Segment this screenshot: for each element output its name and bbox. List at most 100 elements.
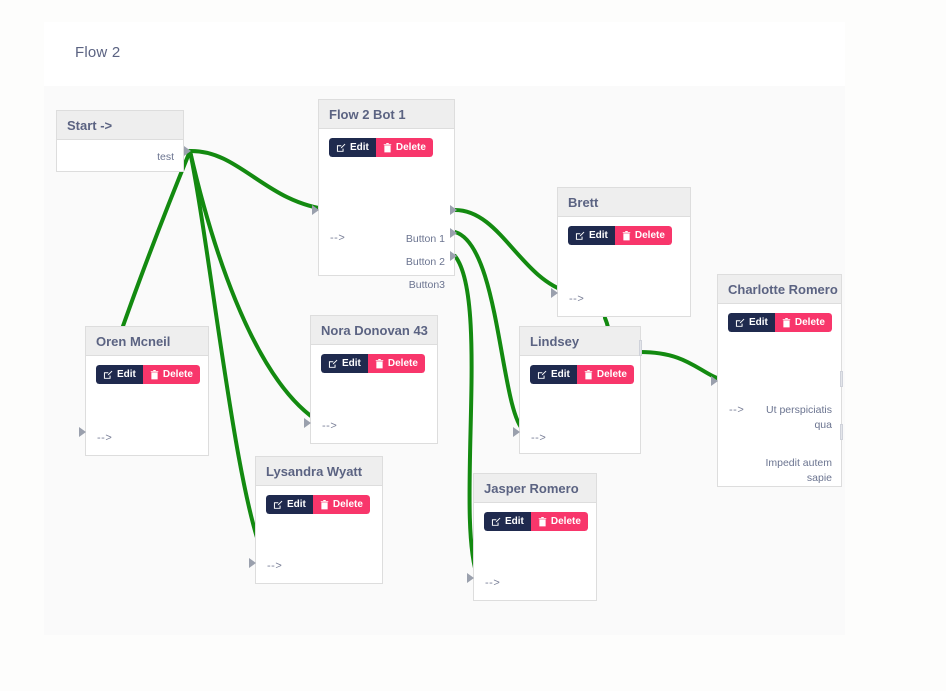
node-nora-donovan-43[interactable]: Nora Donovan 43 Edit Delete — [310, 315, 438, 444]
node-body: Edit Delete --> — [311, 345, 437, 444]
output-port-label-button-2[interactable]: Button 2 — [405, 256, 445, 268]
edit-button-label: Edit — [505, 516, 524, 527]
output-port-nub-button-3[interactable] — [450, 251, 457, 261]
output-port-tab-charlotte-2[interactable] — [840, 424, 843, 440]
edit-button-label: Edit — [117, 369, 136, 380]
input-port-nub-lysandra[interactable] — [249, 558, 256, 568]
node-actions: Edit Delete — [530, 365, 634, 384]
node-body: Edit Delete --> — [558, 217, 690, 317]
input-port-label[interactable]: --> — [485, 577, 501, 589]
output-port-label-button-1[interactable]: Button 1 — [405, 233, 445, 245]
node-title: Lindsey — [520, 327, 640, 356]
node-title: Start -> — [57, 111, 183, 140]
delete-button-label: Delete — [596, 369, 627, 380]
output-port-label-button-3[interactable]: Button3 — [408, 279, 445, 291]
delete-button[interactable]: Delete — [530, 512, 588, 531]
node-body: test — [57, 140, 183, 171]
pencil-square-icon — [575, 231, 585, 240]
output-port-tab-lindsey[interactable] — [639, 340, 642, 356]
edit-button[interactable]: Edit — [321, 354, 368, 373]
output-port-nub-button-2[interactable] — [450, 228, 457, 238]
output-port-nub-start[interactable] — [184, 146, 191, 156]
edit-button[interactable]: Edit — [329, 138, 376, 157]
node-body: Edit Delete --> Ut perspiciatis qua Impe… — [718, 304, 841, 487]
output-port-nub-button-1[interactable] — [450, 205, 457, 215]
input-port-nub-charlotte[interactable] — [711, 376, 718, 386]
output-port-tab-charlotte-1[interactable] — [840, 371, 843, 387]
output-port-label-1[interactable]: Ut perspiciatis qua — [766, 404, 832, 431]
node-charlotte-romero[interactable]: Charlotte Romero Edit Delete — [717, 274, 842, 487]
node-lindsey[interactable]: Lindsey Edit Delete — [519, 326, 641, 454]
node-lysandra-wyatt[interactable]: Lysandra Wyatt Edit Delete — [255, 456, 383, 584]
input-port-nub-lindsey[interactable] — [513, 427, 520, 437]
output-port-label-test[interactable]: test — [157, 151, 174, 163]
node-actions: Edit Delete — [484, 512, 588, 531]
edit-button-label: Edit — [342, 358, 361, 369]
node-brett[interactable]: Brett Edit Delete — [557, 187, 691, 317]
input-port-nub-nora[interactable] — [304, 418, 311, 428]
input-port-nub-bot[interactable] — [312, 205, 319, 215]
trash-icon — [584, 369, 593, 379]
node-title: Flow 2 Bot 1 — [319, 100, 454, 129]
input-port-nub-oren[interactable] — [79, 427, 86, 437]
edit-button-label: Edit — [749, 317, 768, 328]
node-start[interactable]: Start -> test — [56, 110, 184, 172]
node-oren-mcneil[interactable]: Oren Mcneil Edit Delete — [85, 326, 209, 456]
delete-button-label: Delete — [794, 317, 825, 328]
delete-button[interactable]: Delete — [312, 495, 370, 514]
edit-button-label: Edit — [589, 230, 608, 241]
delete-button-label: Delete — [395, 142, 426, 153]
input-port-label[interactable]: --> — [267, 560, 283, 572]
node-jasper-romero[interactable]: Jasper Romero Edit Delete — [473, 473, 597, 601]
edit-button[interactable]: Edit — [728, 313, 775, 332]
node-body: Edit Delete --> — [474, 503, 596, 601]
input-port-nub-brett[interactable] — [551, 288, 558, 298]
delete-button[interactable]: Delete — [142, 365, 200, 384]
pencil-square-icon — [735, 318, 745, 327]
edit-button-label: Edit — [350, 142, 369, 153]
delete-button[interactable]: Delete — [774, 313, 832, 332]
input-port-nub-jasper[interactable] — [467, 573, 474, 583]
input-port-label[interactable]: --> — [729, 404, 745, 416]
input-port-label[interactable]: --> — [531, 432, 547, 444]
trash-icon — [150, 369, 159, 379]
pencil-square-icon — [273, 500, 283, 509]
delete-button[interactable]: Delete — [367, 354, 425, 373]
edit-button[interactable]: Edit — [266, 495, 313, 514]
input-port-label[interactable]: --> — [569, 293, 585, 305]
node-title: Charlotte Romero — [718, 275, 841, 304]
edit-button-label: Edit — [551, 369, 570, 380]
input-port-label[interactable]: --> — [322, 420, 338, 432]
delete-button[interactable]: Delete — [375, 138, 433, 157]
edit-button[interactable]: Edit — [484, 512, 531, 531]
node-actions: Edit Delete — [321, 354, 425, 373]
node-body: Edit Delete --> — [86, 356, 208, 456]
node-actions: Edit Delete — [728, 313, 832, 332]
node-flow-2-bot-1[interactable]: Flow 2 Bot 1 Edit Delete — [318, 99, 455, 291]
delete-button[interactable]: Delete — [614, 226, 672, 245]
trash-icon — [320, 499, 329, 509]
pencil-square-icon — [336, 143, 346, 152]
input-port-label[interactable]: --> — [97, 432, 113, 444]
pencil-square-icon — [103, 370, 113, 379]
edit-button[interactable]: Edit — [568, 226, 615, 245]
edit-button[interactable]: Edit — [530, 365, 577, 384]
page-title: Flow 2 — [75, 44, 121, 61]
node-body: Edit Delete --> Button 1 Button 2 Button… — [319, 129, 454, 291]
input-port-label[interactable]: --> — [330, 232, 346, 244]
node-title: Jasper Romero — [474, 474, 596, 503]
edit-button[interactable]: Edit — [96, 365, 143, 384]
delete-button-label: Delete — [634, 230, 665, 241]
node-actions: Edit Delete — [96, 365, 200, 384]
delete-button-label: Delete — [387, 358, 418, 369]
delete-button[interactable]: Delete — [576, 365, 634, 384]
trash-icon — [622, 230, 631, 240]
delete-button-label: Delete — [550, 516, 581, 527]
pencil-square-icon — [491, 517, 501, 526]
node-actions: Edit Delete — [329, 138, 433, 157]
flow-header-panel: Flow 2 — [44, 22, 845, 86]
node-title: Nora Donovan 43 — [311, 316, 437, 345]
output-port-label-2[interactable]: Impedit autem sapie — [765, 457, 832, 484]
trash-icon — [538, 516, 547, 526]
